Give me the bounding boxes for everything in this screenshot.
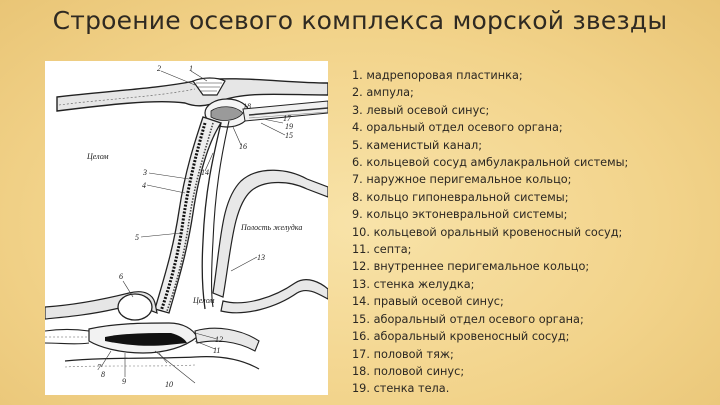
diagram-label-12: 12 xyxy=(215,335,223,344)
legend-text: правый осевой синус; xyxy=(374,295,504,308)
caption-coelom-lower: Целом xyxy=(192,296,215,305)
legend-number: 6. xyxy=(352,154,363,171)
diagram-label-15: 15 xyxy=(285,131,293,140)
legend-text: кольцо гипоневральной системы; xyxy=(366,191,568,204)
diagram-label-2: 2 xyxy=(157,64,161,73)
diagram-label-9: 9 xyxy=(122,377,126,386)
legend-item: 11. септа; xyxy=(352,241,712,258)
diagram-label-13: 13 xyxy=(257,253,265,262)
legend-number: 13. xyxy=(352,276,370,293)
diagram-label-18: 18 xyxy=(243,102,251,111)
legend-text: стенка тела. xyxy=(374,382,450,395)
legend-number: 17. xyxy=(352,346,370,363)
diagram-label-11: 11 xyxy=(213,346,220,355)
legend-item: 4. оральный отдел осевого органа; xyxy=(352,119,712,136)
legend-text: аборальный кровеносный сосуд; xyxy=(374,330,570,343)
diagram-label-5: 5 xyxy=(135,233,139,242)
legend-number: 18. xyxy=(352,363,370,380)
legend-text: септа; xyxy=(374,243,412,256)
legend-text: оральный отдел осевого органа; xyxy=(366,121,562,134)
legend-text: мадрепоровая пластинка; xyxy=(366,69,522,82)
legend-number: 9. xyxy=(352,206,363,223)
legend-number: 5. xyxy=(352,137,363,154)
caption-stomach-cavity: Полость желудка xyxy=(240,223,302,232)
legend-list: 1. мадрепоровая пластинка; 2. ампула; 3.… xyxy=(352,67,712,398)
legend-item: 9. кольцо эктоневральной системы; xyxy=(352,206,712,223)
legend-item: 17. половой тяж; xyxy=(352,346,712,363)
legend-text: кольцо эктоневральной системы; xyxy=(366,208,567,221)
legend-number: 1. xyxy=(352,67,363,84)
diagram-label-3: 3 xyxy=(142,168,147,177)
legend-text: внутреннее перигемальное кольцо; xyxy=(374,260,590,273)
diagram-label-8: 8 xyxy=(101,370,105,379)
legend-number: 8. xyxy=(352,189,363,206)
legend-number: 10. xyxy=(352,224,370,241)
legend-item: 3. левый осевой синус; xyxy=(352,102,712,119)
stomach-wall xyxy=(213,170,328,297)
legend-item: 13. стенка желудка; xyxy=(352,276,712,293)
legend-item: 14. правый осевой синус; xyxy=(352,293,712,310)
legend-number: 14. xyxy=(352,293,370,310)
legend-text: ампула; xyxy=(366,86,413,99)
diagram-drawing: 1 2 3 4 5 6 7 8 9 10 11 12 13 14 15 16 1… xyxy=(45,61,328,395)
legend-text: каменистый канал; xyxy=(366,139,482,152)
legend-item: 18. половой синус; xyxy=(352,363,712,380)
legend-number: 7. xyxy=(352,171,363,188)
legend-text: левый осевой синус; xyxy=(366,104,489,117)
axial-complex-diagram: 1 2 3 4 5 6 7 8 9 10 11 12 13 14 15 16 1… xyxy=(45,61,328,395)
diagram-label-6: 6 xyxy=(119,272,123,281)
legend-number: 16. xyxy=(352,328,370,345)
diagram-label-16: 16 xyxy=(239,142,247,151)
legend-number: 12. xyxy=(352,258,370,275)
legend-item: 19. стенка тела. xyxy=(352,380,712,397)
diagram-label-1: 1 xyxy=(189,64,193,73)
ring-canal xyxy=(118,294,152,320)
legend-text: стенка желудка; xyxy=(374,278,475,291)
legend-item: 5. каменистый канал; xyxy=(352,137,712,154)
legend-item: 1. мадрепоровая пластинка; xyxy=(352,67,712,84)
legend-text: кольцевой сосуд амбулакральной системы; xyxy=(366,156,628,169)
legend-text: наружное перигемальное кольцо; xyxy=(366,173,571,186)
legend-number: 3. xyxy=(352,102,363,119)
legend-item: 15. аборальный отдел осевого органа; xyxy=(352,311,712,328)
legend-number: 11. xyxy=(352,241,370,258)
legend-text: половой синус; xyxy=(374,365,465,378)
legend-item: 16. аборальный кровеносный сосуд; xyxy=(352,328,712,345)
diagram-label-19: 19 xyxy=(285,122,293,131)
legend-item: 7. наружное перигемальное кольцо; xyxy=(352,171,712,188)
legend-text: кольцевой оральный кровеносный сосуд; xyxy=(374,226,623,239)
legend-item: 2. ампула; xyxy=(352,84,712,101)
legend-number: 4. xyxy=(352,119,363,136)
legend-item: 10. кольцевой оральный кровеносный сосуд… xyxy=(352,224,712,241)
legend-item: 8. кольцо гипоневральной системы; xyxy=(352,189,712,206)
legend-item: 12. внутреннее перигемальное кольцо; xyxy=(352,258,712,275)
caption-coelom-upper: Целом xyxy=(86,152,109,161)
legend-number: 15. xyxy=(352,311,370,328)
legend-number: 2. xyxy=(352,84,363,101)
legend-text: половой тяж; xyxy=(374,348,454,361)
diagram-label-14: 14 xyxy=(201,168,209,177)
slide-title: Строение осевого комплекса морской звезд… xyxy=(0,6,720,35)
diagram-label-10: 10 xyxy=(165,380,173,389)
legend-number: 19. xyxy=(352,380,370,397)
legend-item: 6. кольцевой сосуд амбулакральной систем… xyxy=(352,154,712,171)
legend-text: аборальный отдел осевого органа; xyxy=(374,313,584,326)
diagram-label-4: 4 xyxy=(142,181,146,190)
